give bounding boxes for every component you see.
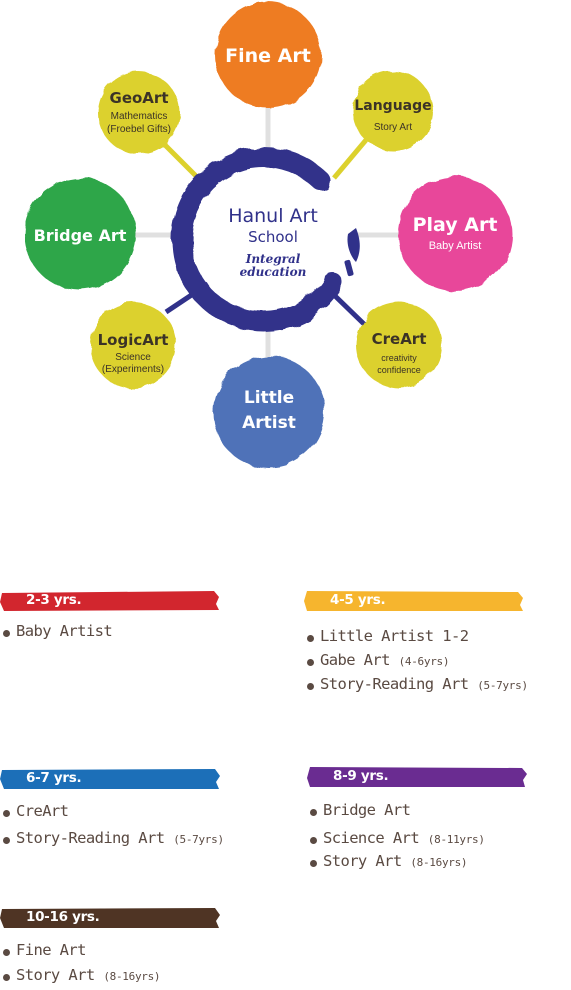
node-language-title: Language bbox=[354, 98, 431, 114]
node-creart-sub1: creativity bbox=[381, 353, 417, 363]
node-language: Language Story Art bbox=[353, 71, 433, 151]
age-banner-paint bbox=[307, 767, 527, 787]
age-banner: 4-5 yrs. bbox=[304, 589, 524, 613]
node-creart-blob bbox=[356, 302, 442, 388]
center-line3: Integral bbox=[245, 252, 301, 266]
age-label: 10-16 yrs. bbox=[26, 909, 100, 925]
list-item: Gabe Art (4-6yrs) bbox=[304, 651, 528, 669]
age-banner-paint bbox=[304, 591, 523, 611]
node-play-art-blob bbox=[398, 177, 512, 291]
node-creart-title: CreArt bbox=[372, 330, 427, 348]
age-group-4-5: 4-5 yrs. Little Artist 1-2 Gabe Art (4-6… bbox=[304, 589, 528, 693]
node-little-artist: Little Artist bbox=[213, 356, 325, 468]
node-logicart-title: LogicArt bbox=[98, 331, 169, 349]
center-line2: School bbox=[248, 228, 298, 246]
node-bridge-art: Bridge Art bbox=[24, 178, 136, 290]
age-banner: 8-9 yrs. bbox=[307, 765, 527, 789]
list-item: Story-Reading Art (5-7yrs) bbox=[0, 829, 224, 847]
node-little-artist-title2: Artist bbox=[242, 413, 296, 433]
center-hub-ring bbox=[171, 147, 343, 332]
node-fine-art: Fine Art bbox=[215, 2, 321, 108]
node-fine-art-title: Fine Art bbox=[225, 45, 311, 67]
node-geoart-blob bbox=[98, 72, 180, 154]
age-banner-paint bbox=[0, 769, 220, 789]
age-group-8-9: 8-9 yrs. Bridge Art Science Art (8-11yrs… bbox=[307, 765, 527, 870]
center-line4: education bbox=[240, 265, 307, 279]
list-item: Story Art (8-16yrs) bbox=[307, 852, 527, 870]
list-item: CreArt bbox=[0, 802, 224, 820]
age-label: 6-7 yrs. bbox=[26, 770, 82, 786]
program-diagram: Fine Art GeoArt Mathematics (Froebel Gif… bbox=[24, 2, 512, 468]
age-label: 8-9 yrs. bbox=[333, 768, 389, 784]
node-bridge-art-title: Bridge Art bbox=[34, 226, 127, 245]
list-item: Fine Art bbox=[0, 941, 220, 959]
age-group-10-16: 10-16 yrs. Fine Art Story Art (8-16yrs) bbox=[0, 906, 220, 984]
connector-geoart bbox=[160, 140, 202, 182]
node-fine-art-blob bbox=[215, 2, 321, 108]
connector-creart bbox=[330, 291, 367, 327]
node-creart: CreArt creativity confidence bbox=[356, 302, 442, 388]
node-geoart-title: GeoArt bbox=[110, 89, 169, 107]
node-little-artist-blob bbox=[213, 356, 325, 468]
age-group-2-3: 2-3 yrs. Baby Artist bbox=[0, 589, 220, 640]
node-play-art: Play Art Baby Artist bbox=[398, 177, 512, 291]
node-geoart-sub1: Mathematics bbox=[111, 111, 168, 122]
list-item: Science Art (8-11yrs) bbox=[307, 829, 527, 847]
node-geoart: GeoArt Mathematics (Froebel Gifts) bbox=[98, 72, 180, 154]
age-banner: 10-16 yrs. bbox=[0, 906, 220, 930]
age-banner: 6-7 yrs. bbox=[0, 767, 220, 791]
node-logicart: LogicArt Science (Experiments) bbox=[90, 302, 176, 388]
list-item: Bridge Art bbox=[307, 801, 527, 819]
node-bridge-art-blob bbox=[24, 178, 136, 290]
node-logicart-blob bbox=[90, 302, 176, 388]
node-creart-sub2: confidence bbox=[377, 365, 421, 375]
node-little-artist-title1: Little bbox=[244, 388, 294, 408]
center-hub: Hanul Art School Integral education bbox=[171, 147, 360, 332]
node-geoart-sub2: (Froebel Gifts) bbox=[107, 124, 171, 135]
node-language-sub1: Story Art bbox=[374, 122, 413, 133]
list-item: Little Artist 1-2 bbox=[304, 627, 528, 645]
age-banner: 2-3 yrs. bbox=[0, 589, 220, 613]
node-play-art-sub1: Baby Artist bbox=[429, 240, 482, 252]
list-item: Baby Artist bbox=[0, 622, 220, 640]
paintbrush-icon bbox=[347, 228, 360, 262]
age-banner-paint bbox=[0, 908, 220, 928]
center-hub-background bbox=[192, 158, 344, 310]
list-item: Story-Reading Art (5-7yrs) bbox=[304, 675, 528, 693]
age-group-6-7: 6-7 yrs. CreArt Story-Reading Art (5-7yr… bbox=[0, 767, 224, 847]
connector-language bbox=[332, 138, 368, 180]
node-logicart-sub1: Science bbox=[115, 352, 151, 363]
node-play-art-title: Play Art bbox=[413, 214, 498, 236]
center-line1: Hanul Art bbox=[228, 205, 318, 227]
age-banner-paint bbox=[0, 591, 219, 611]
node-language-blob bbox=[353, 71, 433, 151]
node-logicart-sub2: (Experiments) bbox=[102, 364, 164, 375]
list-item: Story Art (8-16yrs) bbox=[0, 966, 220, 984]
age-label: 4-5 yrs. bbox=[330, 592, 386, 608]
age-label: 2-3 yrs. bbox=[26, 592, 82, 608]
paintbrush-handle bbox=[344, 259, 354, 277]
